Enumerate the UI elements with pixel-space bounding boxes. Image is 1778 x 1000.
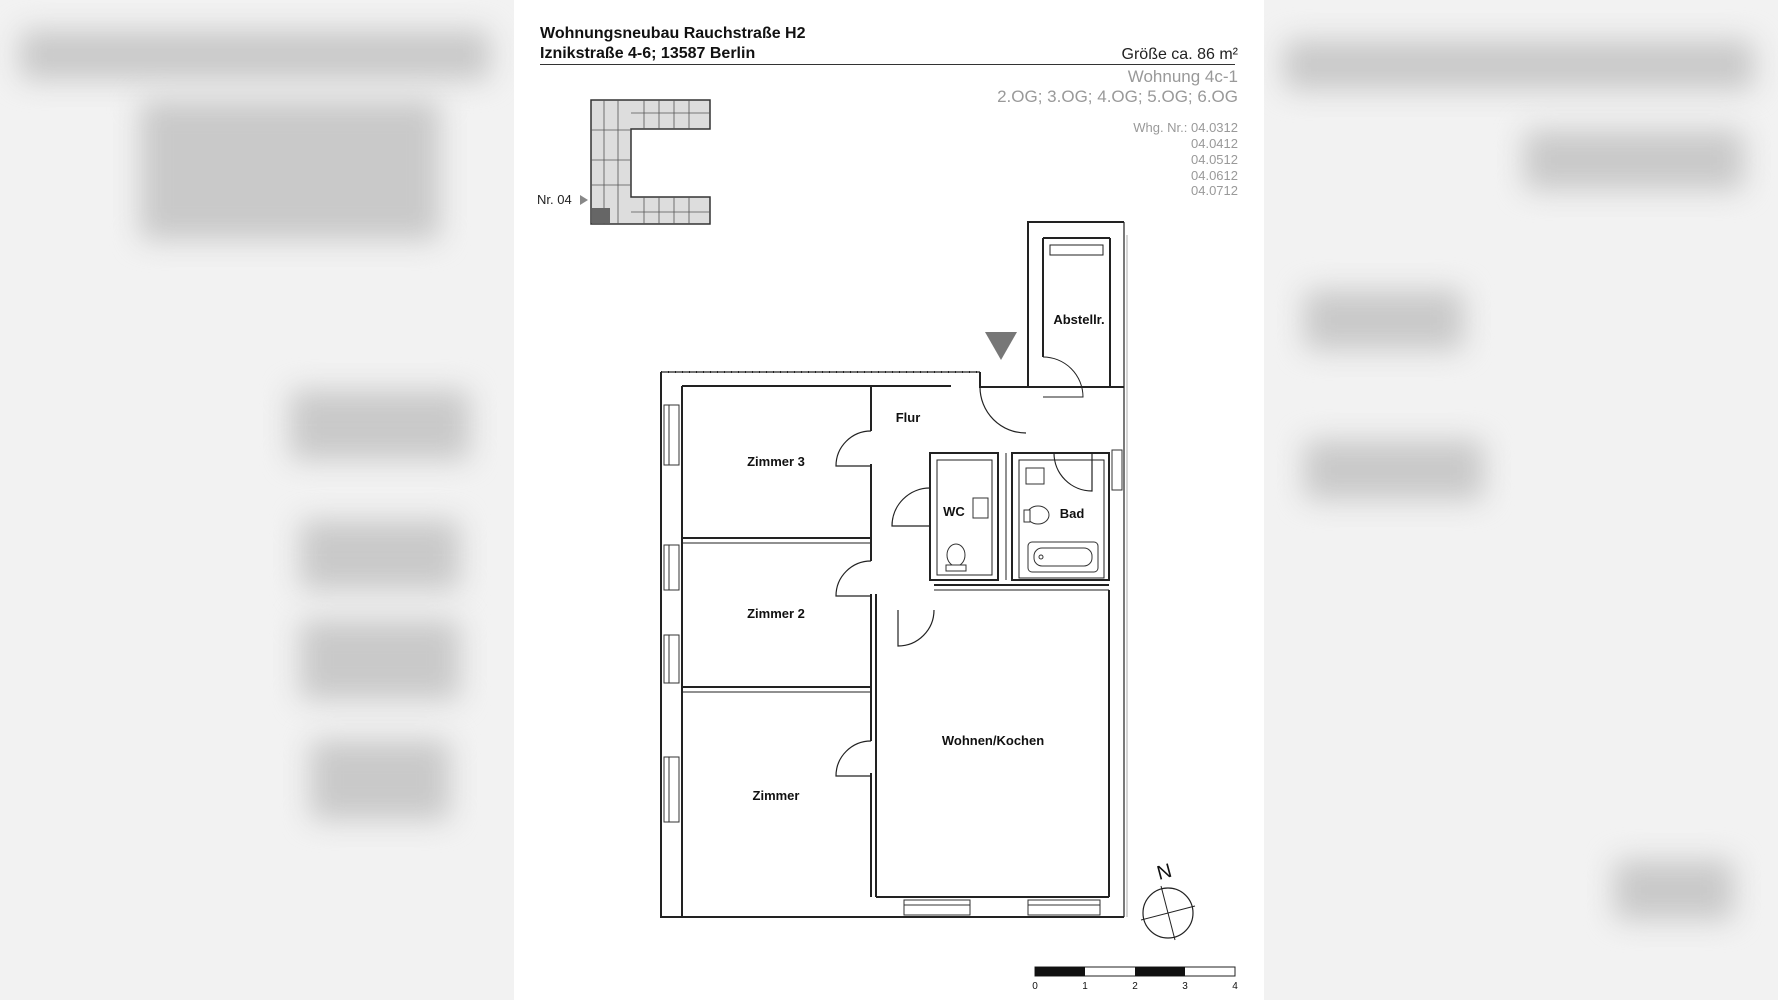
apartment-floors: 2.OG; 3.OG; 4.OG; 5.OG; 6.OG xyxy=(997,87,1238,106)
apartment-unit: Wohnung 4c-1 xyxy=(1127,67,1238,86)
scale-tick-label: 4 xyxy=(1232,981,1238,992)
compass: N xyxy=(1140,860,1196,941)
scale-tick-label: 1 xyxy=(1082,981,1088,992)
scale-tick-label: 2 xyxy=(1132,981,1138,992)
apartment-number: 04.0412 xyxy=(1191,136,1238,151)
compass-north-label: N xyxy=(1155,860,1175,885)
doors xyxy=(835,356,1093,777)
room-label-wc: WC xyxy=(943,504,965,519)
scale-bar: 0 1 2 3 4 xyxy=(1032,966,1238,992)
header-divider xyxy=(540,64,1235,65)
project-address: Iznikstraße 4-6; 13587 Berlin xyxy=(540,45,756,62)
apartment-number-label: Whg. Nr.: 04.0312 xyxy=(1133,120,1238,135)
room-label-bad: Bad xyxy=(1060,506,1085,521)
room-label-wohnen-kochen: Wohnen/Kochen xyxy=(942,733,1044,748)
apartment-number: 04.0512 xyxy=(1191,152,1238,167)
room-label-zimmer-2: Zimmer 2 xyxy=(747,606,805,621)
key-plan xyxy=(580,99,711,225)
background-right xyxy=(1264,0,1778,1000)
room-label-abstellraum: Abstellr. xyxy=(1053,312,1104,327)
scale-tick-label: 3 xyxy=(1182,981,1188,992)
background-left xyxy=(0,0,514,1000)
room-label-zimmer: Zimmer xyxy=(753,788,800,803)
floor-plan-drawing: Flur Abstellr. Zimmer 3 WC Bad Zimmer 2 … xyxy=(580,99,1238,992)
scale-tick-label: 0 xyxy=(1032,981,1038,992)
windows xyxy=(663,404,1123,916)
keyplan-label: Nr. 04 xyxy=(537,192,572,207)
room-label-zimmer-3: Zimmer 3 xyxy=(747,454,805,469)
entrance-marker xyxy=(985,332,1017,360)
apartment-size: Größe ca. 86 m² xyxy=(1121,46,1238,63)
apartment-number: 04.0612 xyxy=(1191,168,1238,183)
fixtures xyxy=(945,467,1099,573)
walls xyxy=(660,221,1128,918)
project-title: Wohnungsneubau Rauchstraße H2 xyxy=(540,25,806,42)
room-label-flur: Flur xyxy=(896,410,921,425)
floor-plan-sheet: Wohnungsneubau Rauchstraße H2 Iznikstraß… xyxy=(514,0,1264,1000)
apartment-number: 04.0712 xyxy=(1191,183,1238,198)
